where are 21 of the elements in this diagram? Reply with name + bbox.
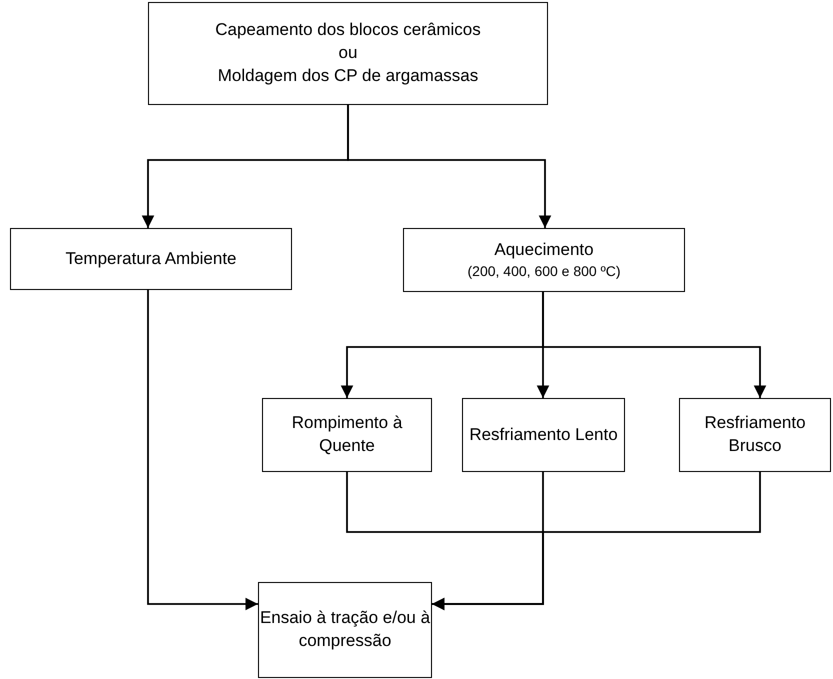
process-box bbox=[258, 582, 432, 678]
box-label: Temperatura Ambiente bbox=[65, 248, 237, 270]
box-label: ou bbox=[338, 42, 358, 64]
process-box bbox=[10, 228, 292, 290]
arrow bbox=[432, 472, 761, 610]
arrow bbox=[147, 290, 258, 610]
arrow bbox=[347, 105, 552, 228]
arrow bbox=[542, 292, 766, 398]
process-box bbox=[462, 398, 625, 472]
box-label: Resfriamento Brusco bbox=[703, 412, 807, 457]
process-box bbox=[262, 398, 432, 472]
box-label: Moldagem dos CP de argamassas bbox=[218, 64, 478, 87]
process-box bbox=[403, 228, 685, 292]
box-label: Rompimento à Quente bbox=[290, 412, 404, 457]
box-label: Aquecimento bbox=[494, 239, 594, 262]
box-label: Capeamento dos blocos cerâmicos bbox=[215, 19, 481, 42]
box-label: (200, 400, 600 e 800 ºC) bbox=[468, 262, 620, 281]
box-label: Ensaio à tração e/ou à compressão bbox=[259, 607, 431, 652]
process-box bbox=[148, 2, 548, 105]
process-box bbox=[679, 398, 831, 472]
box-label: Resfriamento Lento bbox=[469, 424, 618, 446]
